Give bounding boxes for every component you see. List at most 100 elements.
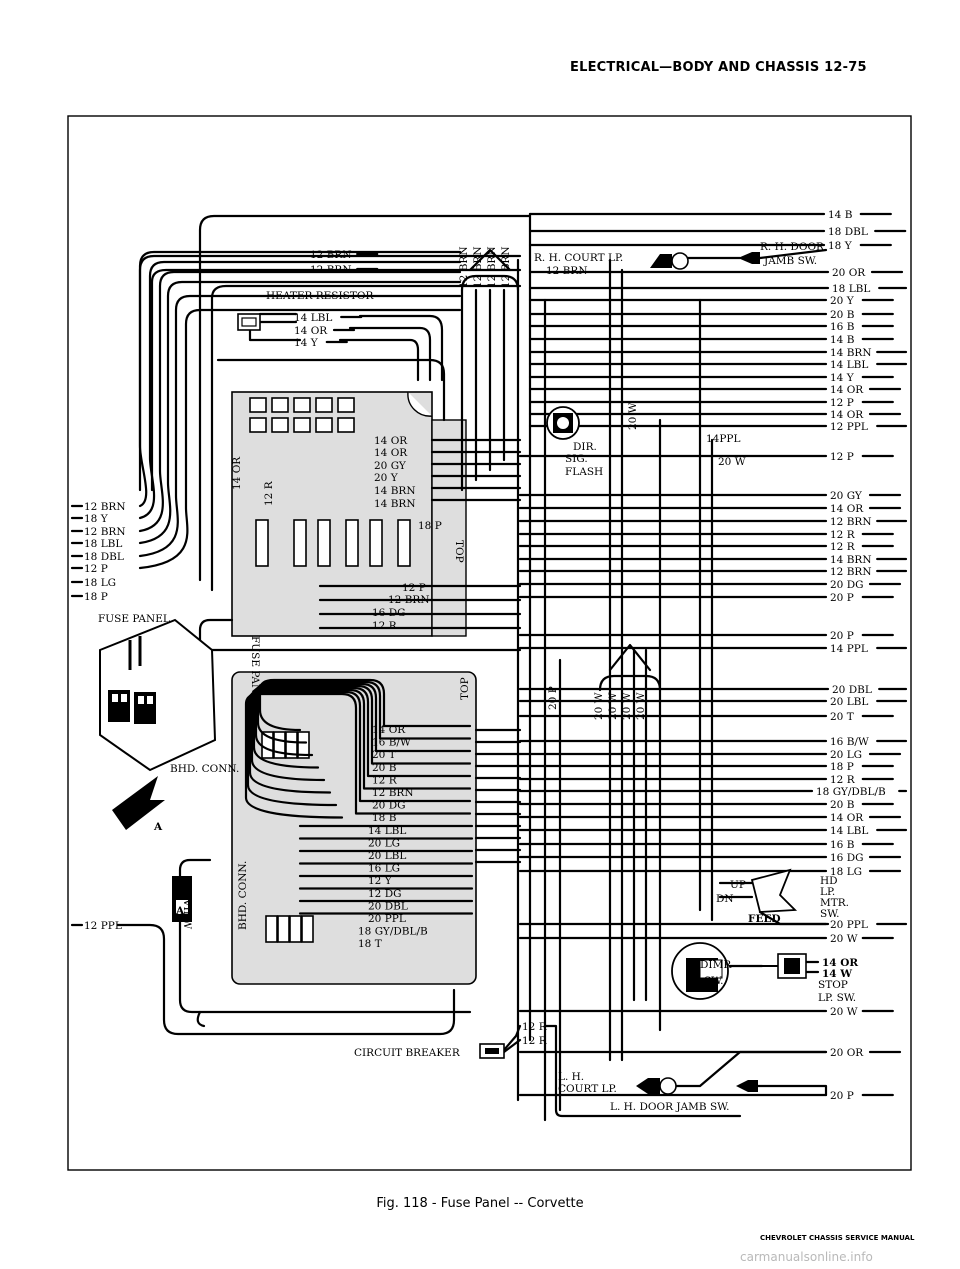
bhd-conn-wire-label-6: 20 DG xyxy=(372,800,406,812)
stop-wire-label-1: 14 W xyxy=(822,968,852,980)
right-wire-label-27: 14 PPL xyxy=(830,643,868,655)
right-wire-label-0: 14 B xyxy=(828,209,853,221)
mid-20w-group-1: 20 W xyxy=(607,692,619,720)
bhd-conn-wire-label-15: 20 PPL xyxy=(368,913,406,925)
left-wire-label-2: 12 BRN xyxy=(84,526,126,538)
view-a-arrow xyxy=(112,776,165,830)
fuse-socket-b-0 xyxy=(249,417,267,433)
fuse-4 xyxy=(369,519,383,567)
right-wire-label-5: 20 Y xyxy=(830,295,855,307)
right-wire-label-16: 12 P xyxy=(830,451,854,463)
right-wire-label-35: 18 GY/DBL/B xyxy=(816,786,886,798)
mid-20w-group-0: 20 W xyxy=(593,692,605,720)
bhd-loop-7 xyxy=(244,692,472,819)
bundle-fan-mid-arc xyxy=(598,674,662,692)
right-wire-label-11: 14 Y xyxy=(830,372,855,384)
bhd-conn-wire-label-1: 16 B/W xyxy=(372,737,411,749)
fuse-socket-0 xyxy=(249,397,267,413)
bhd-conn-wire-label-3: 20 B xyxy=(372,762,397,774)
left-to-top-wire-1 xyxy=(138,260,462,520)
right-wire-label-31: 16 B/W xyxy=(830,736,869,748)
hd-to-ppl xyxy=(758,910,830,926)
lh-door-jamb-sw-symbol xyxy=(736,1080,758,1092)
bhd-conn-wire-label-17: 18 T xyxy=(358,938,382,950)
vertical-bundle-label-1: 12 BRN xyxy=(472,246,484,288)
fuse-panel-vert-wire-1: 12 R xyxy=(263,480,275,506)
bhd-conn-label: BHD. CONN. xyxy=(170,763,239,775)
breaker-lead-2 xyxy=(502,1038,522,1054)
heater-wire-label-0: 12 BRN xyxy=(310,249,352,261)
right-wire-label-30: 20 T xyxy=(830,711,854,723)
right-wire-label-45: 20 OR xyxy=(830,1047,864,1059)
left-wire-label-8: 12 PPL xyxy=(84,920,122,932)
right-wire-label-36: 20 B xyxy=(830,799,855,811)
left-wire-label-3: 18 LBL xyxy=(84,538,122,550)
fuse-panel-wire-label-3: 20 Y xyxy=(374,472,399,484)
heater-wire-label-2: 14 LBL xyxy=(294,312,332,324)
bundle-fan-top xyxy=(468,248,512,272)
stop-lp-sw-label-1: STOP xyxy=(818,979,848,991)
bhd-terminal-1-3 xyxy=(301,915,314,943)
mid-20w-vert: 20 W xyxy=(627,402,639,430)
lh-court-route xyxy=(544,1024,742,1118)
circuit-breaker-symbol xyxy=(479,1043,505,1059)
bhd-conn-wire-label-4: 12 R xyxy=(372,774,398,786)
fuse-panel-wire-label-8: 12 BRN xyxy=(388,594,430,606)
bhd-conn-wire-label-11: 16 LG xyxy=(368,863,400,875)
left-to-top-wire-2 xyxy=(138,270,462,533)
bhd-conn-vert-label: BHD. CONN. xyxy=(237,861,249,930)
right-wire-label-19: 12 BRN xyxy=(830,516,872,528)
lh-court-lp-label-1: L. H. xyxy=(558,1071,584,1083)
top-long-4 xyxy=(210,284,522,592)
fuse-panel-vert-label: FUSE PANEL xyxy=(249,636,261,708)
hd-lp-mtr-sw-label-4: SW. xyxy=(820,908,840,920)
top-long-2 xyxy=(150,268,522,492)
fuse-panel-wire-label-6: 18 P xyxy=(418,520,442,532)
stop-wire-label-0: 14 OR xyxy=(822,957,858,969)
right-wire-label-43: 20 W xyxy=(830,933,858,945)
rh-door-jamb-sw-symbol xyxy=(738,252,760,264)
left-wire-label-6: 18 LG xyxy=(84,577,116,589)
lh-court-to-or xyxy=(666,1050,828,1088)
right-wire-label-23: 12 BRN xyxy=(830,566,872,578)
diagram-frame xyxy=(67,115,912,1171)
right-wire-label-3: 20 OR xyxy=(832,267,866,279)
right-wire-label-42: 20 PPL xyxy=(830,919,868,931)
right-wire-label-10: 14 LBL xyxy=(830,359,868,371)
bhd-conn-wire-label-16: 18 GY/DBL/B xyxy=(358,926,428,938)
right-wire-label-25: 20 P xyxy=(830,592,854,604)
fuse-socket-1 xyxy=(271,397,289,413)
right-wire-label-1: 18 DBL xyxy=(828,226,868,238)
bhd-terminal-1-2 xyxy=(289,915,302,943)
fuse-panel-vert-wire-0: 14 OR xyxy=(231,456,243,490)
fuse-1 xyxy=(293,519,307,567)
dir-sig-flash-label-3: FLASH xyxy=(565,466,603,478)
right-wire-label-33: 18 P xyxy=(830,761,854,773)
bhd-conn-wire-label-9: 20 LG xyxy=(368,837,400,849)
right-wire-label-29: 20 LBL xyxy=(830,696,868,708)
lh-court-lp-label-2: COURT LP. xyxy=(558,1083,617,1095)
hd-lp-mtr-sw-symbol xyxy=(750,868,798,913)
fuses xyxy=(249,397,411,943)
bhd-terminal-0-3 xyxy=(297,731,310,759)
left-to-top-wire-5 xyxy=(138,308,462,570)
lh-door-to-p xyxy=(756,1084,828,1097)
bhd-bottom-route xyxy=(178,858,472,1014)
fuse-socket-b-1 xyxy=(271,417,289,433)
hd-lp-mtr-sw-label-2: LP. xyxy=(820,886,835,898)
right-wire-label-6: 20 B xyxy=(830,309,855,321)
fuse-panel-wire-label-9: 16 DG xyxy=(372,607,406,619)
fuse-panel-label: FUSE PANEL xyxy=(98,613,170,625)
dimr-sw-symbol xyxy=(671,942,729,1000)
left-wire-label-4: 18 DBL xyxy=(84,551,124,563)
right-wire-label-8: 14 B xyxy=(830,334,855,346)
left-wire-label-1: 18 Y xyxy=(84,513,109,525)
view-a-box xyxy=(172,876,192,922)
bhd-conn-wire-label-2: 20 T xyxy=(372,749,396,761)
right-wire-label-44: 20 W xyxy=(830,1006,858,1018)
left-wire-label-5: 12 P xyxy=(84,563,108,575)
right-wire-label-7: 16 B xyxy=(830,321,855,333)
